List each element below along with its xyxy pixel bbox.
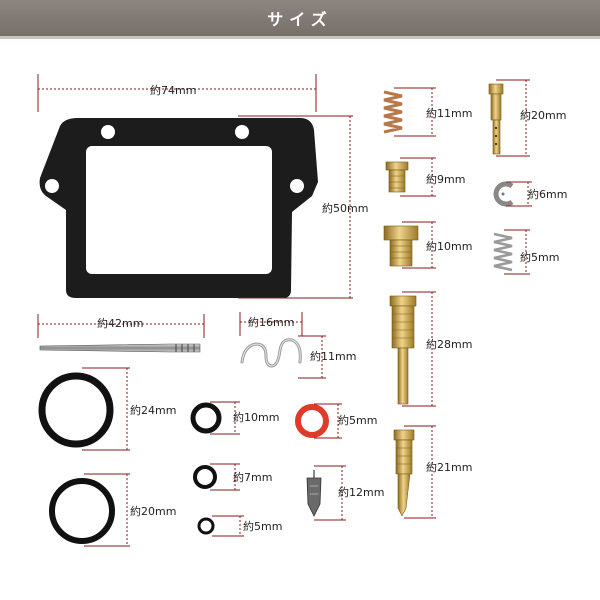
e-clip-label: 約6mm (528, 187, 567, 201)
red-oring-label: 約5mm (338, 413, 377, 427)
spring-small-label: 約5mm (520, 250, 559, 264)
gasket-height-label: 約50mm (322, 201, 368, 215)
o-ring-icon (38, 372, 114, 448)
jet-needle-icon (39, 343, 201, 353)
jet-small-dimension-lines (400, 157, 436, 197)
clip-height-label: 約11mm (310, 349, 356, 363)
o-ring-icon (49, 478, 115, 544)
main-jet-dimension-lines (496, 79, 530, 157)
o-ring-icon (190, 402, 222, 434)
main-jet-label: 約20mm (520, 108, 566, 122)
spring-small-dimension-lines (504, 229, 530, 275)
oring-large-label: 約24mm (130, 403, 176, 417)
float-valve-label: 約12mm (338, 485, 384, 499)
oring-large-dimension-lines (82, 367, 130, 547)
float-valve-dimension-lines (314, 465, 346, 521)
oring-medium-label: 約20mm (130, 504, 176, 518)
gasket-icon (39, 118, 318, 298)
red-oring-dimension-lines (314, 403, 342, 439)
e-clip-dimension-lines (506, 181, 532, 207)
clip-dimension-lines (239, 312, 326, 379)
gasket-width-label: 約74mm (150, 83, 196, 97)
oring-small-dimension-lines (210, 401, 244, 537)
page-title: サイズ (267, 10, 333, 29)
needle-dimension-lines (37, 314, 205, 338)
jet-hex-label: 約10mm (426, 239, 472, 253)
float-valve-icon (306, 470, 322, 517)
spring-top-dimension-lines (394, 87, 436, 137)
jet-small-label: 約9mm (426, 172, 465, 186)
pilot-jet-dimension-lines (402, 291, 436, 407)
o-ring-icon (295, 404, 329, 438)
spring-icon (493, 232, 513, 272)
oring-5-label: 約5mm (243, 519, 282, 533)
oring-10-label: 約10mm (233, 410, 279, 424)
header-bar: サイズ (0, 0, 600, 39)
pilot-jet-label: 約28mm (426, 337, 472, 351)
brass-jet-icon (488, 83, 504, 155)
wire-clip-icon (240, 338, 302, 368)
clip-width-label: 約16mm (248, 315, 294, 329)
o-ring-icon (197, 517, 215, 535)
spring-icon (383, 90, 403, 134)
needle-screw-label: 約21mm (426, 460, 472, 474)
brass-jet-icon (385, 161, 409, 193)
brass-jet-icon (393, 429, 415, 517)
jet-hex-dimension-lines (402, 221, 436, 269)
oring-7-label: 約7mm (233, 470, 272, 484)
brass-jet-icon (383, 225, 419, 267)
spring-top-label: 約11mm (426, 106, 472, 120)
e-clip-icon (493, 181, 514, 207)
o-ring-icon (193, 465, 217, 489)
brass-jet-icon (389, 295, 417, 405)
needle-length-label: 約42mm (97, 316, 143, 330)
gasket-dimension-lines (37, 74, 353, 299)
needle-screw-dimension-lines (404, 425, 436, 519)
